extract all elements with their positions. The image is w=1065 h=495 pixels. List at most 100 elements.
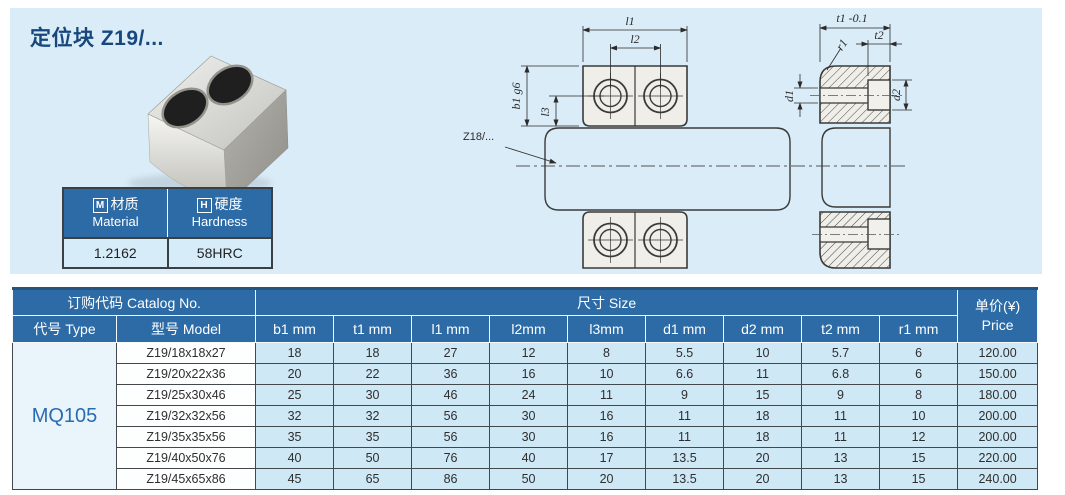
header-type: 代号 Type [12,315,117,343]
dim-cell: 12 [879,426,959,448]
model-cell: Z19/35x35x56 [115,426,257,448]
dim-cell: 20 [567,468,647,490]
dim-d1 [794,74,818,117]
dim-cell: 16 [489,363,569,385]
dim-label-l1: l1 [625,14,634,28]
dim-cell: 6.8 [801,363,881,385]
price-cell: 120.00 [957,342,1039,364]
dim-cell: 11 [567,384,647,406]
dim-cell: 13 [801,447,881,469]
hardness-label-en: Hardness [191,214,248,229]
header-dim-l3: l3mm [567,315,647,343]
material-label-en: Material [92,214,139,229]
catalog-table: 订购代码 Catalog No. 尺寸 Size 单价(¥) Price 代号 … [11,287,1039,490]
header-dim-t2: t2 mm [801,315,881,343]
model-cell: Z19/45x65x86 [115,468,257,490]
header-price-cn: 单价(¥) [975,298,1021,315]
dim-cell: 11 [801,426,881,448]
dim-cell: 18 [333,342,413,364]
type-cell: MQ105 [12,342,117,490]
dim-cell: 35 [333,426,413,448]
price-cell: 150.00 [957,363,1039,385]
page-title: 定位块 Z19/... [30,27,164,50]
dim-cell: 9 [645,384,725,406]
header-dim-t1: t1 mm [333,315,413,343]
leader-r1 [826,47,842,71]
dim-cell: 8 [567,342,647,364]
dim-cell: 36 [411,363,491,385]
price-cell: 220.00 [957,447,1039,469]
dim-cell: 45 [255,468,335,490]
dim-cell: 50 [333,447,413,469]
dim-cell: 17 [567,447,647,469]
dim-cell: 11 [801,405,881,427]
header-row-groups: 订购代码 Catalog No. 尺寸 Size 单价(¥) Price [11,288,1039,343]
dim-cell: 18 [723,405,803,427]
dim-cell: 6 [879,363,959,385]
dim-cell: 30 [333,384,413,406]
dim-label-l3: l3 [538,107,552,116]
dim-cell: 32 [333,405,413,427]
callout-leader-z18 [504,146,557,164]
header-dim-d2: d2 mm [723,315,803,343]
dim-b1 [521,65,579,127]
dim-cell: 27 [411,342,491,364]
material-label-cn: 材质 [110,195,139,212]
dim-cell: 11 [723,363,803,385]
dim-cell: 76 [411,447,491,469]
dim-cell: 18 [255,342,335,364]
dim-label-l2: l2 [630,32,639,46]
dim-label-d2: d2 [889,89,903,101]
dim-cell: 5.5 [645,342,725,364]
side-top-section [810,65,902,124]
hardness-icon: H [196,197,212,213]
dim-cell: 24 [489,384,569,406]
dim-l3 [549,95,604,127]
table-row: Z19/40x50x76 40 50 76 40 17 13.5 20 13 1… [13,447,1039,469]
product-photo-image [128,55,289,195]
dim-label-r1: r1 [833,36,851,53]
header-dim-l1: l1 mm [411,315,491,343]
price-cell: 240.00 [957,468,1039,490]
dim-cell: 6.6 [645,363,725,385]
dim-l2 [609,44,662,88]
dim-cell: 10 [567,363,647,385]
model-cell: Z19/20x22x36 [115,363,257,385]
model-cell: Z19/32x32x56 [115,405,257,427]
dim-cell: 6 [879,342,959,364]
header-price: 单价(¥) Price [957,288,1039,343]
model-cell: Z19/40x50x76 [115,447,257,469]
dim-cell: 9 [801,384,881,406]
header-catalog-no: 订购代码 Catalog No. [11,288,257,316]
header-dim-b1: b1 mm [255,315,335,343]
dim-label-t1: t1 -0.1 [836,11,867,25]
dim-cell: 5.7 [801,342,881,364]
dim-cell: 56 [411,405,491,427]
dim-cell: 25 [255,384,335,406]
callout-label-z18: Z18/... [463,131,494,143]
price-cell: 200.00 [957,405,1039,427]
header-dim-l2: l2mm [489,315,569,343]
model-cell: Z19/18x18x27 [115,342,257,364]
table-row: Z19/32x32x56 32 32 56 30 16 11 18 11 10 … [13,405,1039,427]
dim-cell: 18 [723,426,803,448]
dim-cell: 56 [411,426,491,448]
header-dim-d1: d1 mm [645,315,725,343]
dim-cell: 22 [333,363,413,385]
header-price-en: Price [981,317,1014,333]
dim-cell: 16 [567,405,647,427]
side-bottom-section [812,211,900,269]
dim-cell: 13.5 [645,447,725,469]
dim-cell: 15 [879,447,959,469]
dim-label-d1: d1 [782,90,796,102]
dim-cell: 8 [879,384,959,406]
dim-label-b1: b1 g6 [509,83,523,110]
dim-cell: 16 [567,426,647,448]
material-icon: M [92,197,108,213]
dim-cell: 30 [489,405,569,427]
header-size: 尺寸 Size [255,288,959,316]
dim-cell: 40 [489,447,569,469]
dim-cell: 20 [723,447,803,469]
